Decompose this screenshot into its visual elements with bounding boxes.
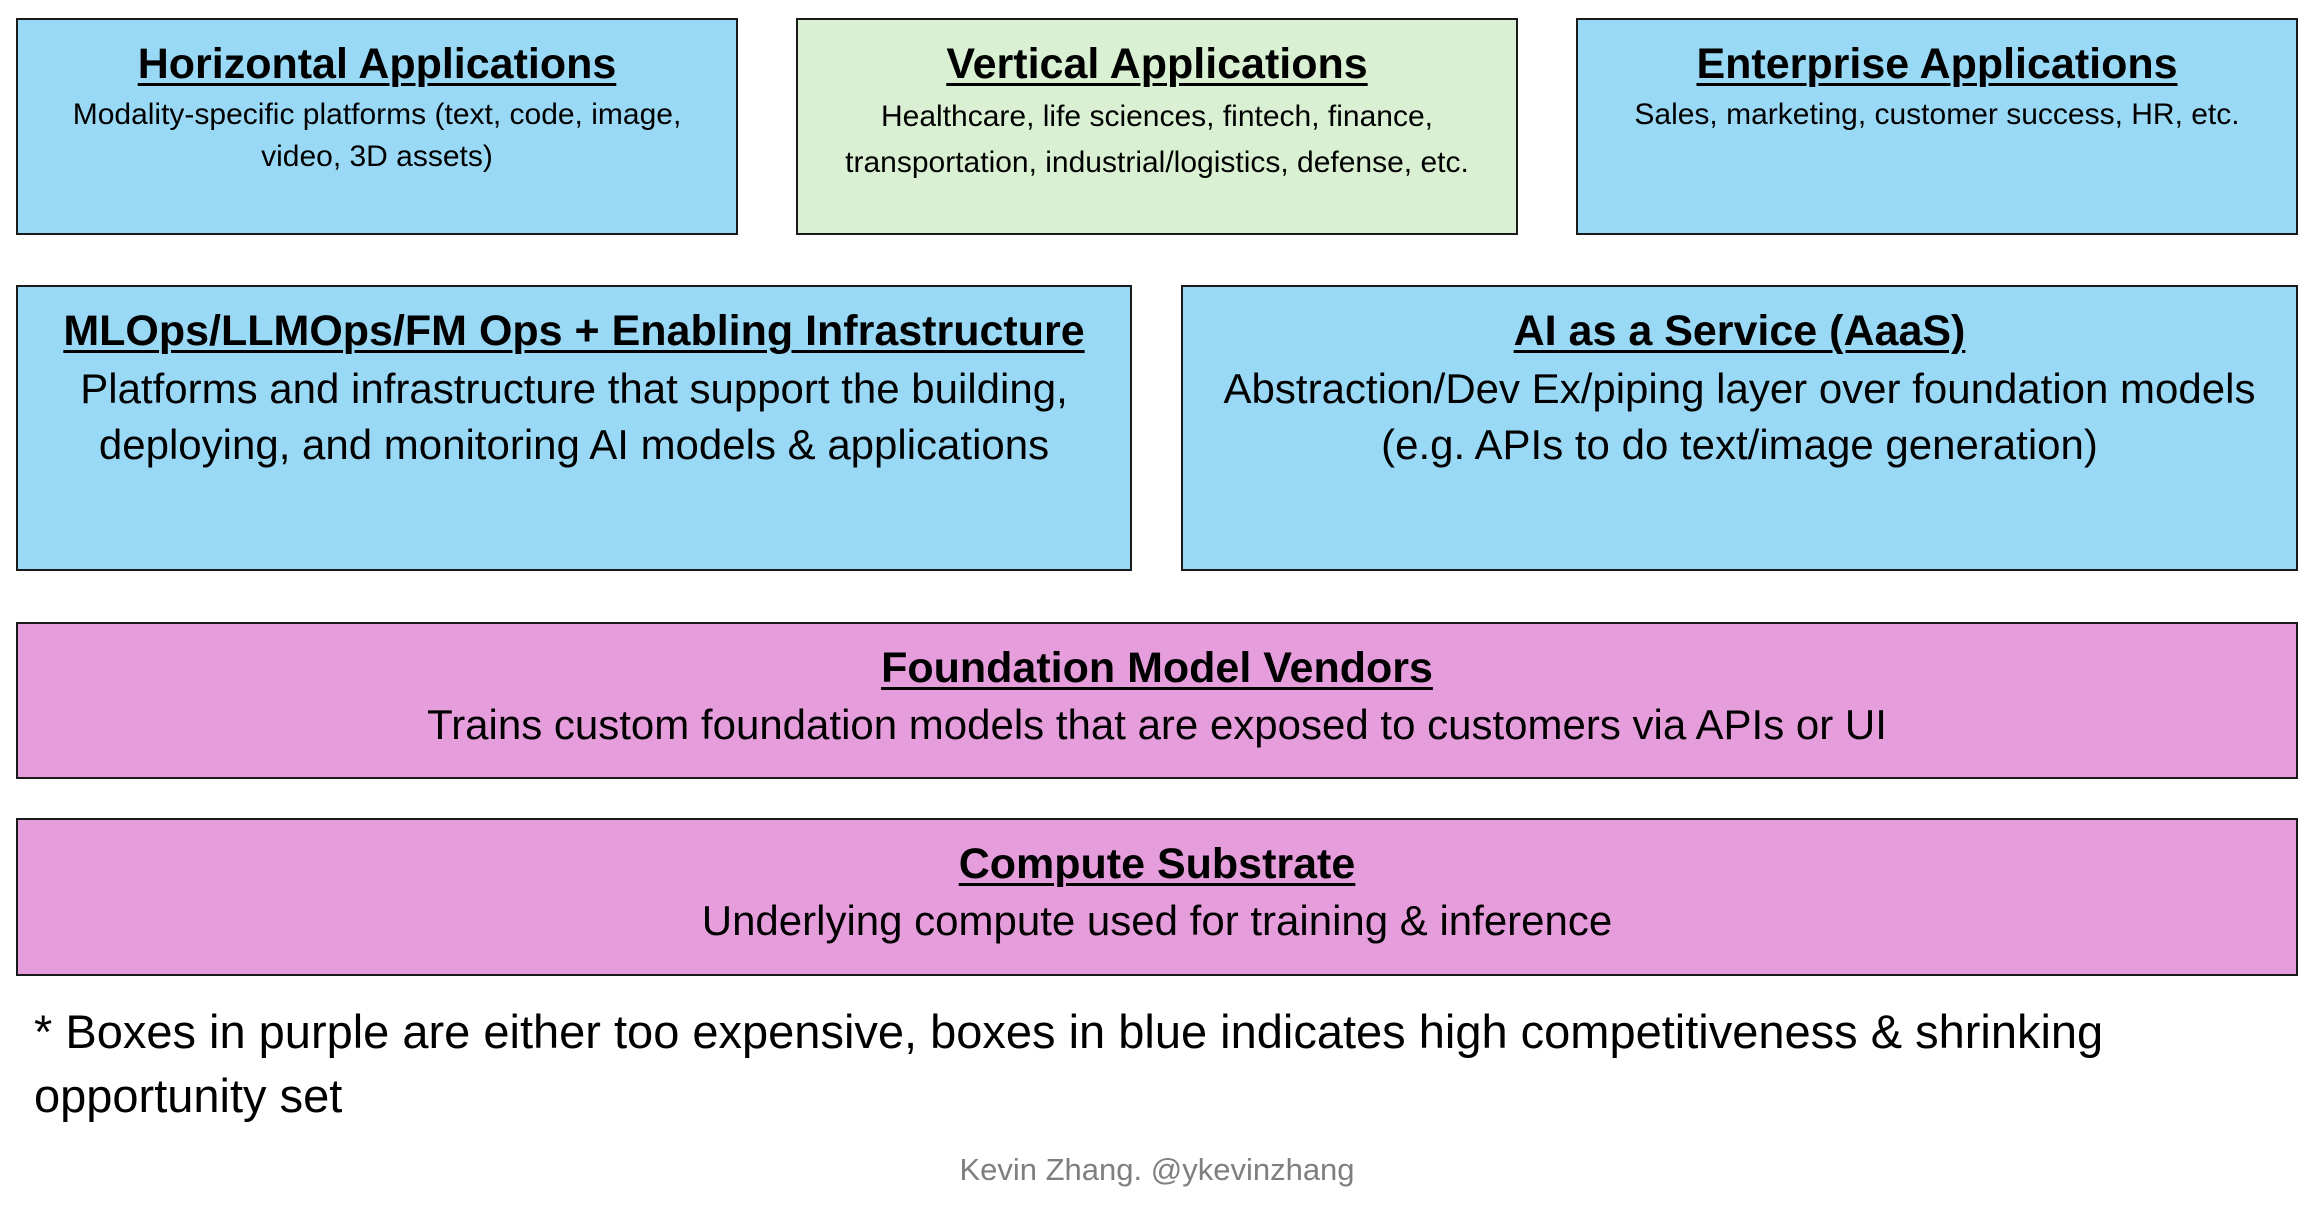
box-description: Modality-specific platforms (text, code,… <box>72 98 682 173</box>
box-title: Horizontal Applications <box>137 40 617 88</box>
ai-as-a-service-box: AI as a Service (AaaS) Abstraction/Dev E… <box>1181 285 2298 571</box>
enterprise-applications-box: Enterprise Applications Sales, marketing… <box>1576 18 2298 235</box>
box-title: Compute Substrate <box>958 840 1356 888</box>
box-description: Healthcare, life sciences, fintech, fina… <box>845 100 1469 179</box>
horizontal-applications-box: Horizontal Applications Modality-specifi… <box>16 18 738 235</box>
box-description: Sales, marketing, customer success, HR, … <box>1634 98 2240 131</box>
box-description: Abstraction/Dev Ex/piping layer over fou… <box>1223 365 2256 468</box>
footnote: * Boxes in purple are either too expensi… <box>34 1005 2104 1122</box>
author-credit: Kevin Zhang. @ykevinzhang <box>959 1152 1355 1187</box>
box-description: Trains custom foundation models that are… <box>427 701 1887 748</box>
box-title: Foundation Model Vendors <box>881 644 1433 692</box>
box-description: Underlying compute used for training & i… <box>701 897 1613 944</box>
box-title: AI as a Service (AaaS) <box>1513 307 1966 355</box>
box-description: Platforms and infrastructure that suppor… <box>80 365 1068 468</box>
compute-substrate-box: Compute Substrate Underlying compute use… <box>16 818 2298 976</box>
mlops-infrastructure-box: MLOps/LLMOps/FM Ops + Enabling Infrastru… <box>16 285 1132 571</box>
box-title: Enterprise Applications <box>1696 40 2178 88</box>
foundation-model-vendors-box: Foundation Model Vendors Trains custom f… <box>16 622 2298 779</box>
box-title: Vertical Applications <box>946 40 1368 88</box>
vertical-applications-box: Vertical Applications Healthcare, life s… <box>796 18 1518 235</box>
box-title: MLOps/LLMOps/FM Ops + Enabling Infrastru… <box>63 307 1085 355</box>
